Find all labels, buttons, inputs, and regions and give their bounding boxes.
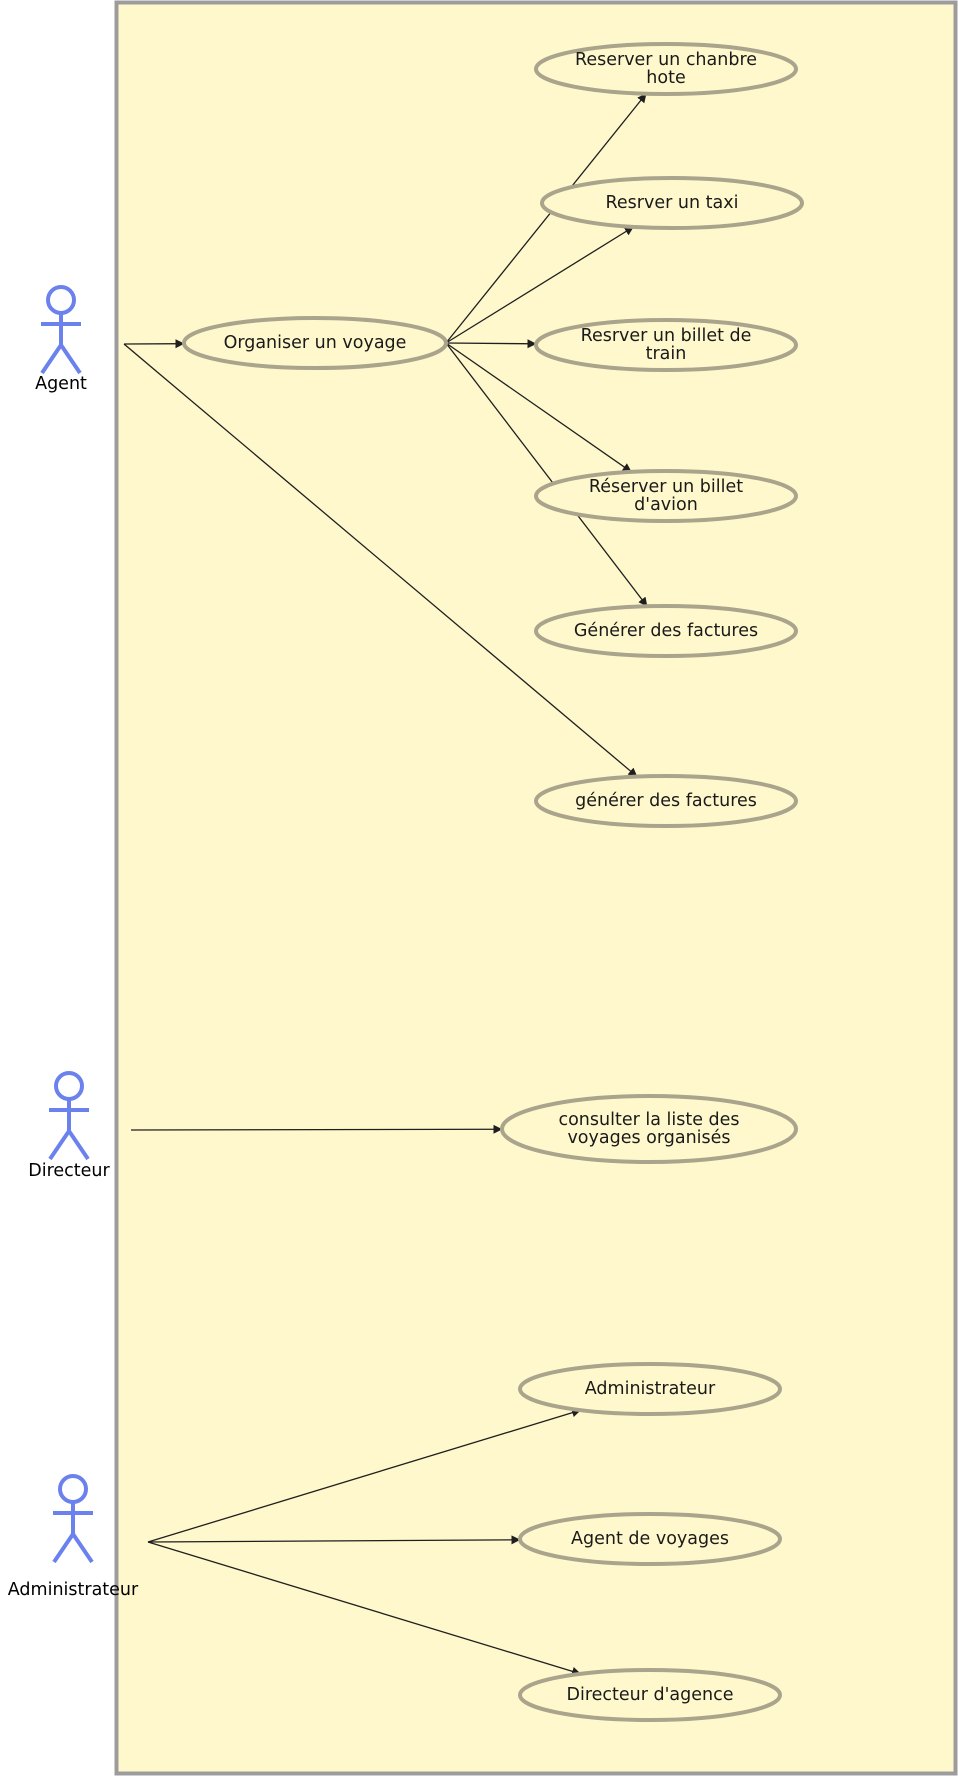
actor-right-leg xyxy=(71,1532,94,1564)
edge-directeur-to-consulter xyxy=(130,1124,503,1134)
use-case-taxi[interactable]: Resrver un taxi xyxy=(540,176,804,230)
system-boundary xyxy=(114,0,958,1776)
use-case-factures2[interactable]: générer des factures xyxy=(534,774,798,828)
actor-label: Directeur xyxy=(28,1161,110,1181)
actor-head xyxy=(54,1071,84,1101)
use-cases-layer: Organiser un voyage Reserver un chanbreho… xyxy=(182,42,804,1722)
edge-organiser-to-factures1 xyxy=(445,342,648,607)
use-case-label: Resrver un taxi xyxy=(606,193,739,213)
use-case-ellipse xyxy=(518,1668,782,1722)
use-case-label: Générer des factures xyxy=(574,621,758,641)
use-case-dir_agence[interactable]: Directeur d'agence xyxy=(518,1668,782,1722)
use-case-ellipse xyxy=(534,604,798,658)
actor-left-leg xyxy=(48,1129,71,1161)
use-case-label: hote xyxy=(646,68,685,88)
edge-administrateur-to-adm xyxy=(147,1408,582,1543)
use-case-label: d'avion xyxy=(634,495,698,515)
use-case-label: Agent de voyages xyxy=(571,1529,729,1549)
actor-right-leg xyxy=(59,343,82,375)
use-case-ellipse xyxy=(534,774,798,828)
use-case-label: consulter la liste des xyxy=(558,1110,739,1130)
edge-administrateur-to-agentv xyxy=(147,1535,521,1545)
actor-administrateur[interactable]: Administrateur xyxy=(8,1474,139,1600)
use-case-label: Administrateur xyxy=(585,1379,716,1399)
use-case-ellipse xyxy=(534,469,798,523)
actor-right-leg xyxy=(67,1129,90,1161)
edge-agent-to-factures2 xyxy=(123,343,638,778)
use-case-ellipse xyxy=(518,1362,782,1416)
use-case-label: générer des factures xyxy=(575,791,757,811)
use-case-organiser[interactable]: Organiser un voyage xyxy=(182,316,448,370)
edge-organiser-to-train xyxy=(445,339,537,349)
actor-left-leg xyxy=(40,343,63,375)
use-case-label: train xyxy=(646,344,687,364)
use-case-label: Directeur d'agence xyxy=(566,1685,733,1705)
use-case-label: Organiser un voyage xyxy=(224,333,407,353)
actor-agent[interactable]: Agent xyxy=(35,285,87,394)
use-case-ellipse xyxy=(534,42,798,96)
use-case-label: Réserver un billet xyxy=(589,477,743,497)
actor-head xyxy=(46,285,76,315)
use-case-label: voyages organisés xyxy=(567,1128,730,1148)
actor-left-leg xyxy=(52,1532,75,1564)
edge-organiser-to-avion xyxy=(445,342,632,473)
use-case-label: Resrver un billet de xyxy=(581,326,752,346)
actor-head xyxy=(58,1474,88,1504)
use-case-ellipse xyxy=(500,1094,798,1164)
edges-layer xyxy=(123,93,648,1676)
actor-directeur[interactable]: Directeur xyxy=(28,1071,111,1181)
edge-organiser-to-taxi xyxy=(445,226,634,344)
use-case-ellipse xyxy=(540,176,804,230)
actor-label: Administrateur xyxy=(8,1580,139,1600)
use-case-agentv[interactable]: Agent de voyages xyxy=(518,1512,782,1566)
actor-label: Agent xyxy=(35,374,87,394)
use-case-ellipse xyxy=(518,1512,782,1566)
use-case-ellipse xyxy=(182,316,448,370)
edge-organiser-to-chambre xyxy=(445,93,647,344)
use-case-ellipse xyxy=(534,318,798,372)
use-case-adm[interactable]: Administrateur xyxy=(518,1362,782,1416)
use-case-factures1[interactable]: Générer des factures xyxy=(534,604,798,658)
use-case-label: Reserver un chanbre xyxy=(575,50,757,70)
edge-administrateur-to-dir_agence xyxy=(147,1541,582,1676)
